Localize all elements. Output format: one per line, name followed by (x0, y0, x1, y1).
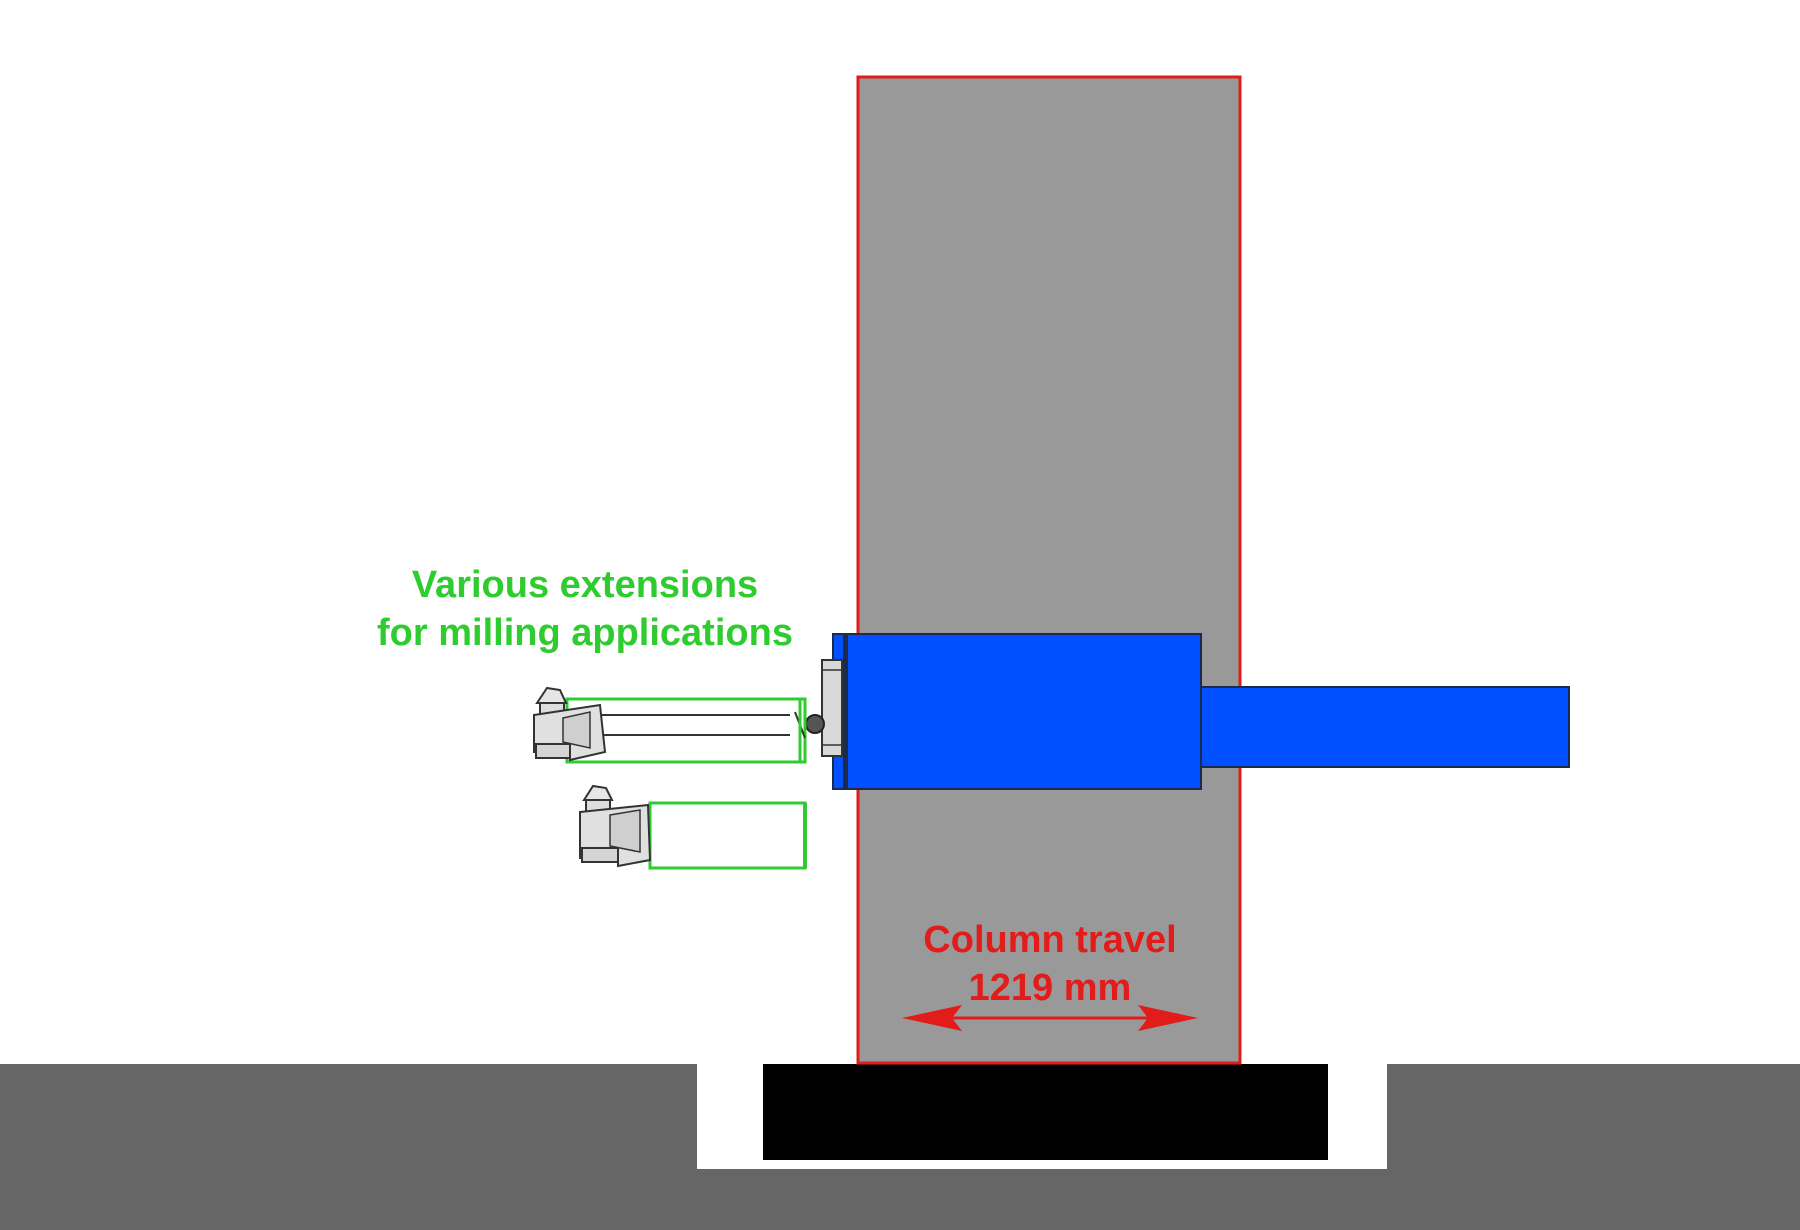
travel-arrow (902, 1005, 1198, 1031)
column-travel-value: 1219 mm (969, 967, 1132, 1009)
extensions-label-line1: Various extensions (412, 564, 758, 606)
ram-housing (832, 633, 1202, 790)
lower-angle-head (579, 784, 652, 868)
extensions-label-line2: for milling applications (377, 612, 793, 654)
short-milling-extension (648, 801, 807, 870)
upper-angle-head (533, 686, 607, 762)
ram-extension (1200, 686, 1570, 768)
machine-base (763, 1064, 1328, 1160)
column-travel-label: Column travel (923, 919, 1176, 961)
column (856, 75, 1242, 1065)
